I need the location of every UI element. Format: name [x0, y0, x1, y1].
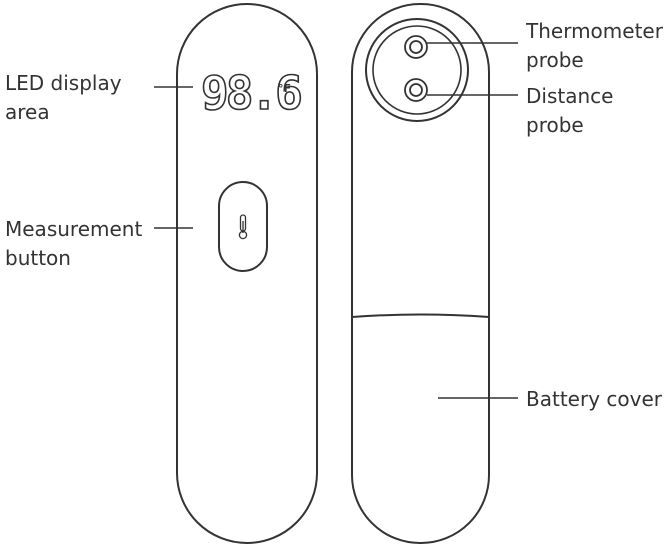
callout-distance-probe-line2: probe	[526, 113, 584, 137]
callout-distance-probe: Distance probe	[526, 84, 613, 137]
callout-led-display-line2: area	[5, 100, 50, 124]
callout-led-display: LED display area	[5, 71, 122, 124]
callout-measurement-button-line2: button	[5, 246, 71, 270]
callout-distance-probe-line1: Distance	[526, 84, 613, 108]
probe-window-inner	[372, 25, 462, 115]
callout-battery-cover: Battery cover	[526, 387, 663, 411]
front-view: 98.6 °F	[176, 3, 318, 544]
led-display: 98.6 °F	[200, 65, 305, 121]
probe-window-outer	[365, 18, 469, 122]
callout-measurement-button: Measurement button	[5, 217, 142, 270]
distance-probe	[404, 78, 428, 102]
callout-battery-cover-line1: Battery cover	[526, 387, 663, 411]
battery-cover-seam	[351, 313, 490, 318]
thermometer-icon	[238, 214, 248, 240]
callout-thermometer-probe-line1: Thermometer	[525, 19, 664, 43]
callout-thermometer-probe: Thermometer probe	[525, 19, 664, 72]
measurement-button-outline[interactable]	[218, 181, 268, 272]
callout-thermometer-probe-line2: probe	[526, 48, 584, 72]
probe-window	[365, 18, 469, 122]
thermometer-probe	[404, 35, 428, 59]
back-body-outline	[351, 3, 490, 544]
back-view	[351, 3, 490, 544]
display-reading: 98.6	[201, 66, 301, 120]
callout-led-display-line1: LED display	[5, 71, 122, 95]
measurement-button[interactable]	[218, 181, 268, 272]
leader-lines	[154, 42, 518, 399]
front-body-outline	[176, 3, 318, 544]
display-unit: °F	[278, 82, 291, 95]
callout-measurement-button-line1: Measurement	[5, 217, 142, 241]
